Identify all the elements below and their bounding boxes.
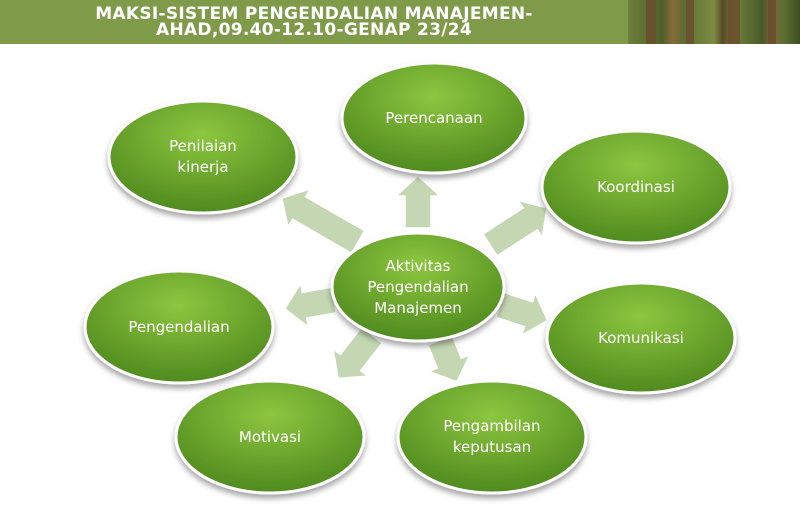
connector-arrow (394, 174, 442, 229)
node-komunikasi-label: Komunikasi (598, 328, 684, 347)
node-perencanaan-label: Perencanaan (385, 108, 483, 127)
node-motivasi-shape (174, 379, 366, 495)
center-node-shape (330, 231, 506, 343)
title-line-2: AHAD,09.40-12.10-GENAP 23/24 (155, 20, 473, 40)
connector-arrow (280, 187, 366, 255)
connector-arrow (332, 325, 384, 380)
node-komunikasi-shape (545, 281, 737, 395)
node-pengendalian-label: Pengendalian (128, 317, 230, 336)
connector-arrow (426, 334, 472, 383)
connector-arrow (481, 199, 548, 257)
connector-arrow (495, 291, 549, 337)
node-motivasi-label: Motivasi (238, 427, 302, 446)
node-koordinasi-label: Koordinasi (597, 177, 675, 196)
center-node-label: Aktivitas Pengendalian Manajemen (367, 256, 469, 317)
node-penilaian-kinerja-label: Penilaian kinerja (169, 137, 237, 176)
node-koordinasi-shape (540, 129, 732, 245)
connector-arrow (283, 281, 338, 329)
title-line-1: MAKSI-SISTEM PENGENDALIAN MANAJEMEN- (95, 4, 533, 24)
header-photo (628, 0, 800, 44)
header-banner: MAKSI-SISTEM PENGENDALIAN MANAJEMEN- AHA… (0, 0, 628, 44)
slide-title: MAKSI-SISTEM PENGENDALIAN MANAJEMEN- AHA… (0, 4, 628, 40)
node-pengendalian-shape (83, 269, 275, 385)
node-pengambilan-keputusan-label: Pengambilan keputusan (443, 417, 541, 456)
node-perencanaan-shape (340, 61, 528, 175)
node-pengambilan-keputusan-shape (396, 379, 588, 495)
node-penilaian-kinerja-shape (107, 99, 299, 215)
